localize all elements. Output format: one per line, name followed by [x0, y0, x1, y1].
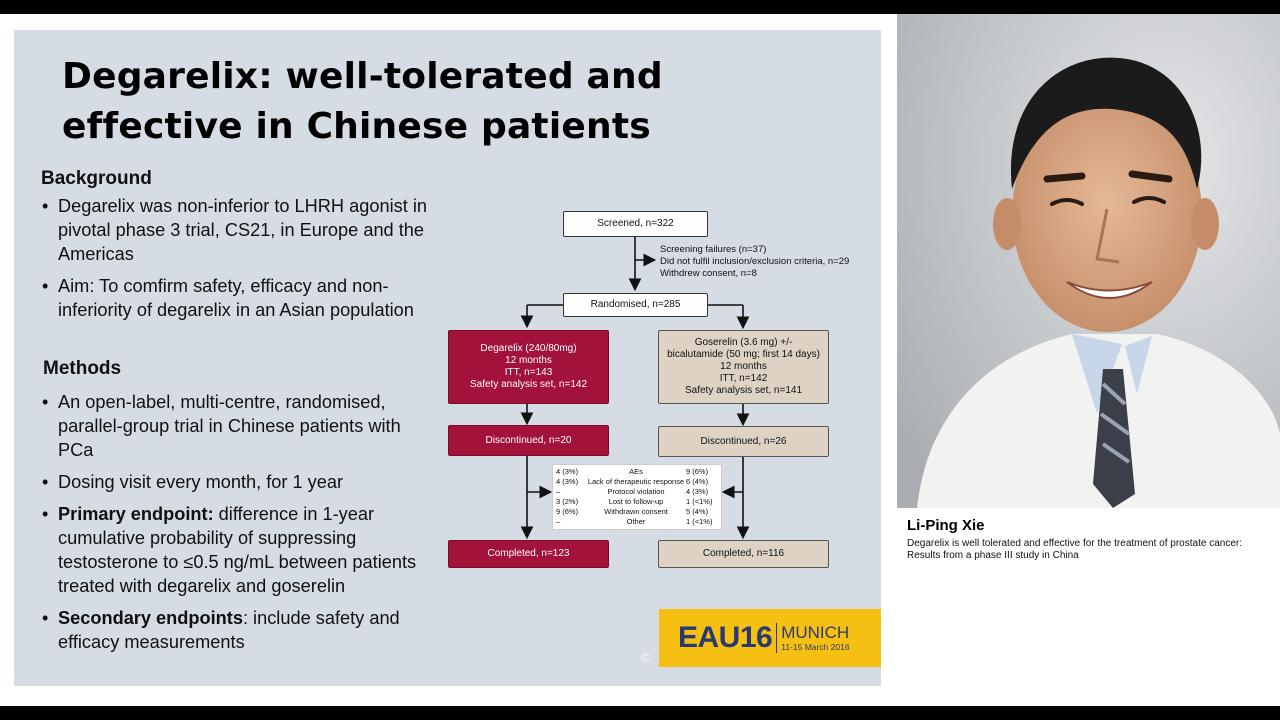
presentation-viewer: Degarelix: well-tolerated and effective …	[0, 14, 1280, 706]
bullet-item: Dosing visit every month, for 1 year	[40, 470, 430, 494]
background-bullets: Degarelix was non-inferior to LHRH agoni…	[40, 194, 430, 330]
logo-dates: 11-15 March 2016	[781, 642, 850, 652]
exclusion-note: Screening failures (n=37) Did not fulfil…	[660, 244, 850, 279]
slide: Degarelix: well-tolerated and effective …	[14, 30, 881, 686]
bullet-item: Aim: To comfirm safety, efficacy and non…	[40, 274, 430, 322]
goserelin-completed-box: Completed, n=116	[658, 540, 829, 568]
bullet-item: Degarelix was non-inferior to LHRH agoni…	[40, 194, 430, 266]
degarelix-completed-box: Completed, n=123	[448, 540, 609, 568]
talk-title: Degarelix is well tolerated and effectiv…	[907, 538, 1242, 561]
slide-title: Degarelix: well-tolerated and effective …	[62, 56, 663, 147]
goserelin-arm-box: Goserelin (3.6 mg) +/- bicalutamide (50 …	[658, 330, 829, 404]
eau-brand-text: EAU16	[678, 621, 773, 654]
speaker-video	[897, 14, 1280, 508]
logo-divider	[776, 623, 778, 653]
bullet-item: An open-label, multi-centre, randomised,…	[40, 390, 430, 462]
copyright-mark: ©	[641, 650, 651, 665]
background-heading: Background	[41, 168, 152, 189]
bullet-item: Secondary endpoints: include safety and …	[40, 606, 430, 654]
degarelix-discontinued-box: Discontinued, n=20	[448, 425, 609, 456]
bullet-item: Primary endpoint: difference in 1-year c…	[40, 502, 430, 598]
speaker-portrait	[897, 14, 1280, 508]
flow-diagram-connectors	[520, 237, 750, 540]
screened-box: Screened, n=322	[563, 211, 708, 237]
methods-heading: Methods	[43, 358, 122, 379]
degarelix-arm-box: Degarelix (240/80mg) 12 months ITT, n=14…	[448, 330, 609, 404]
logo-city-block: MUNICH 11-15 March 2016	[781, 623, 850, 653]
goserelin-discontinued-box: Discontinued, n=26	[658, 426, 829, 457]
logo-city: MUNICH	[781, 623, 850, 642]
speaker-name: Li-Ping Xie	[907, 517, 985, 534]
eau16-logo: EAU16 MUNICH 11-15 March 2016	[659, 609, 881, 667]
methods-bullets: An open-label, multi-centre, randomised,…	[40, 390, 430, 662]
randomised-box: Randomised, n=285	[563, 293, 708, 317]
